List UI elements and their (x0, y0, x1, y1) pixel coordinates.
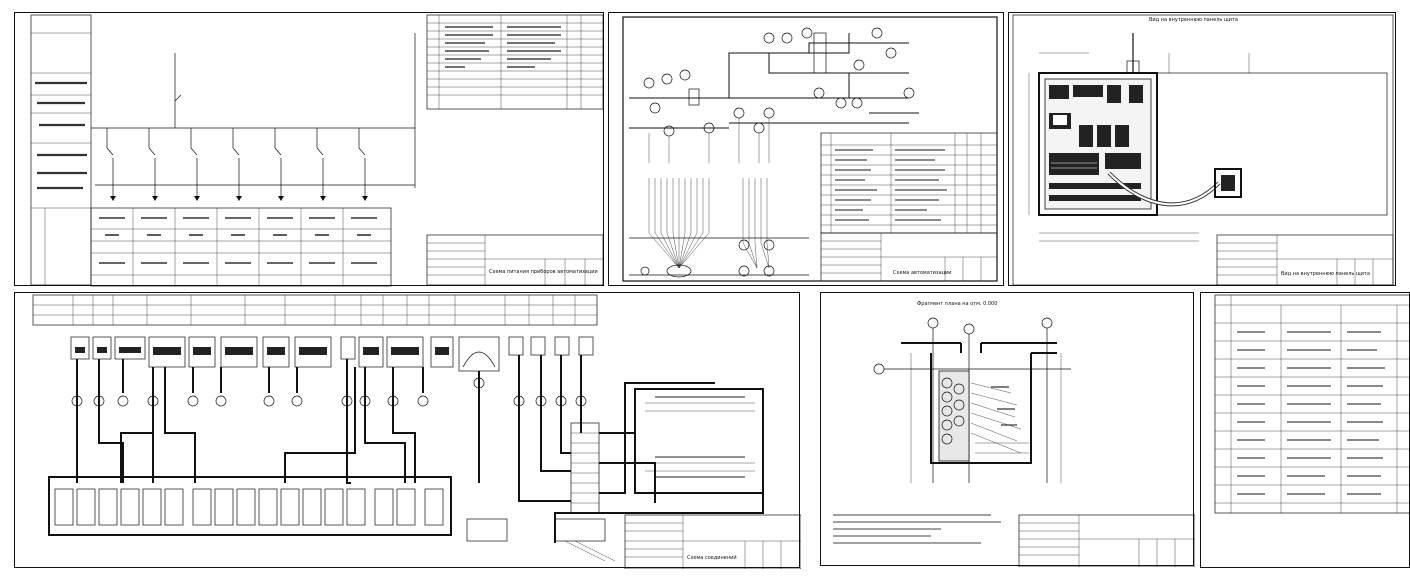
sheet-caption: Схема соединений (687, 555, 737, 561)
floor-plan-drawing (833, 317, 1195, 567)
sheet-header: Вид на внутреннюю панель щита (1149, 17, 1238, 23)
sheet-caption: Схема автоматизации (893, 270, 952, 276)
sheet-floor-plan: Фрагмент плана на отм. 0.000 (820, 292, 1195, 567)
sheet-cabinet-layout: Вид на внутреннюю панель щита Вид на вну… (1008, 12, 1396, 286)
process-flow-drawing (622, 16, 998, 282)
specification-table (1214, 294, 1410, 514)
sheet-power-schematic: Схема питания приборов автоматизации (14, 12, 604, 287)
sheet-caption: Схема питания приборов автоматизации (489, 269, 598, 275)
cabinet-layout-drawing (1012, 14, 1394, 286)
sheet-caption: Вид на внутреннюю панель щита (1281, 271, 1370, 277)
power-schematic-drawing (30, 14, 604, 287)
sheet-specification (1200, 292, 1410, 568)
sheet-connection-diagram: Схема соединений (14, 292, 801, 569)
connection-diagram-drawing (32, 294, 801, 569)
sheet-header: Фрагмент плана на отм. 0.000 (917, 301, 998, 307)
sheet-process-flow: Схема автоматизации (608, 12, 1004, 286)
